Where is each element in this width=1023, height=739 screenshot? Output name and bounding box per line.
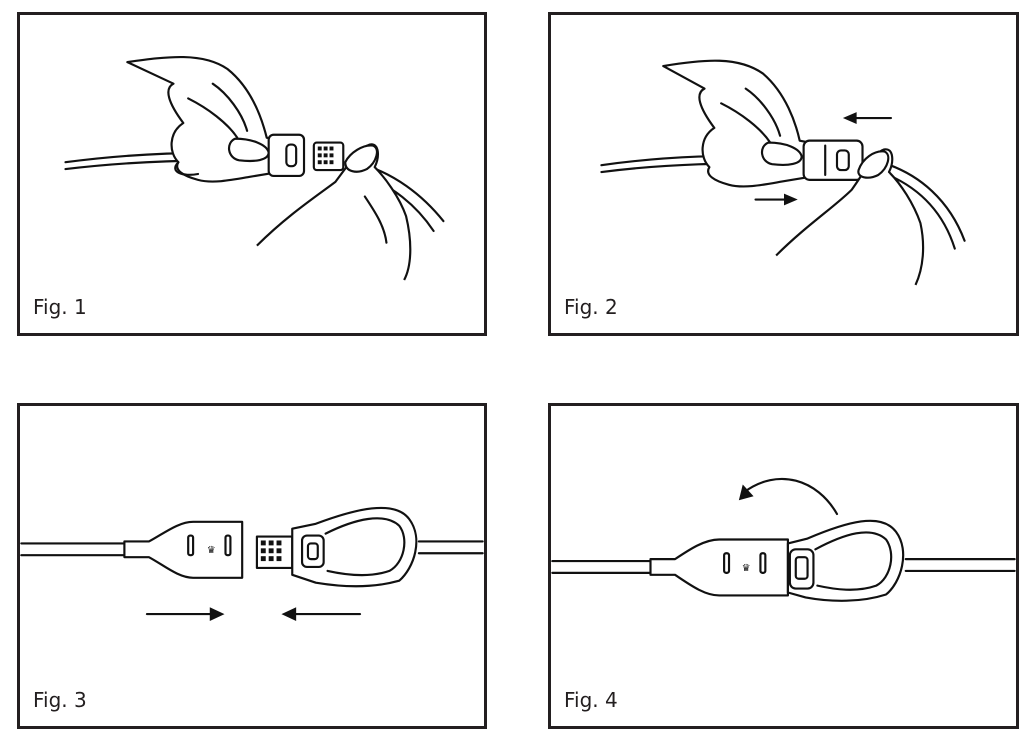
figure-1-panel: Fig. 1	[17, 12, 487, 336]
connectors-joined-illustration: ♛	[551, 477, 1016, 602]
hand-holding-connector-illustration	[64, 55, 445, 281]
figure-2-panel: Fig. 2	[548, 12, 1019, 336]
figure-label: Fig. 3	[33, 688, 87, 712]
brand-mark: ♛	[742, 563, 751, 574]
connectors-separated-illustration: ♛	[20, 506, 484, 621]
figure-label: Fig. 2	[564, 295, 618, 319]
figure-3-panel: ♛ Fig. 3	[17, 403, 487, 729]
figure-label: Fig. 1	[33, 295, 87, 319]
figure-4-panel: ♛ Fig. 4	[548, 403, 1019, 729]
figure-label: Fig. 4	[564, 688, 618, 712]
brand-mark: ♛	[207, 545, 216, 556]
hands-connecting-illustration	[600, 59, 966, 286]
